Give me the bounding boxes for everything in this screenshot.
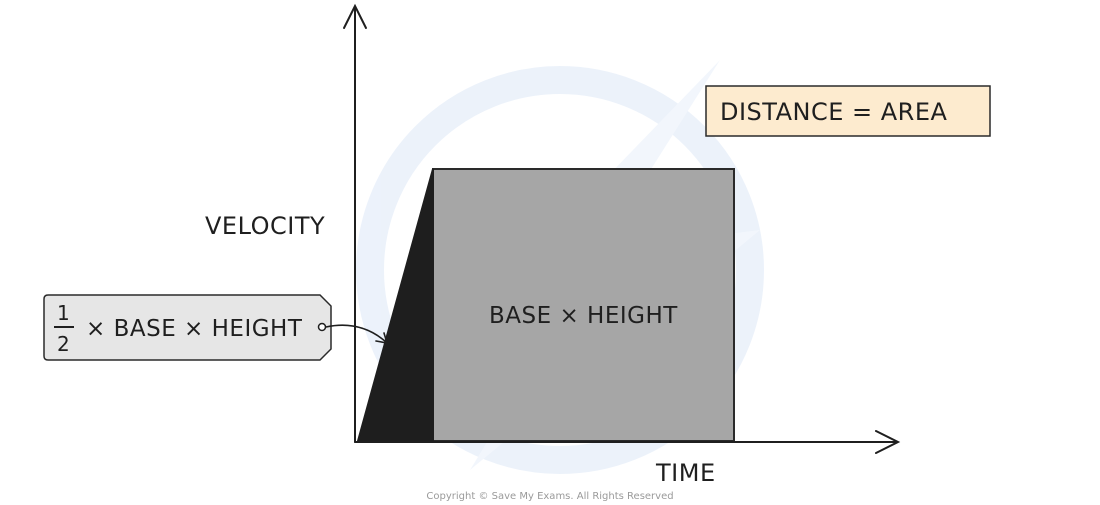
triangle-area-label-tag: 1 2 × BASE × HEIGHT — [43, 294, 332, 361]
rectangle-area-label: BASE × HEIGHT — [489, 303, 678, 329]
distance-equals-area-box: DISTANCE = AREA — [705, 85, 991, 137]
distance-equals-area-text: DISTANCE = AREA — [720, 98, 948, 126]
x-axis-label: TIME — [655, 459, 716, 487]
rectangle-area — [432, 168, 735, 442]
fraction-numerator: 1 — [57, 301, 70, 325]
triangle-area-label-text: × BASE × HEIGHT — [86, 316, 303, 342]
y-axis-arrowhead — [343, 3, 367, 29]
connector-dot — [317, 322, 327, 332]
x-axis-arrowhead — [875, 430, 901, 454]
y-axis-label: VELOCITY — [205, 212, 325, 240]
copyright-text: Copyright © Save My Exams. All Rights Re… — [426, 491, 673, 502]
connector-arrow — [325, 324, 389, 345]
fraction-denominator: 2 — [57, 332, 70, 356]
axes — [343, 3, 901, 454]
